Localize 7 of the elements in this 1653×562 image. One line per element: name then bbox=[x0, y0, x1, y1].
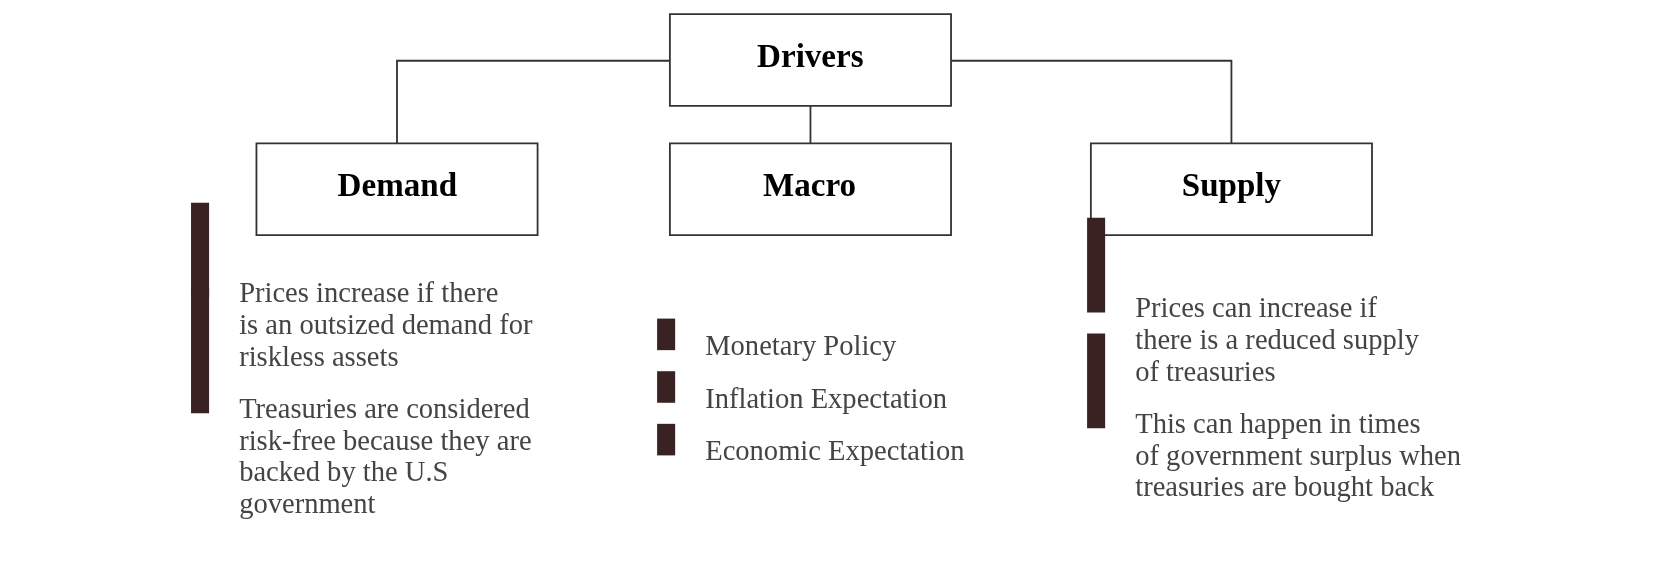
node-label: Treasuries are considered risk-free because they are backed by the U.S government bbox=[238, 393, 532, 519]
node-label: Prices can increase if there is a reduced supply of treasuries bbox=[1134, 292, 1419, 387]
node-label: Monetary Policy bbox=[704, 329, 896, 361]
node-label: Economic Expectation bbox=[704, 435, 964, 467]
node-label: Prices increase if there is an outsized demand for riskless assets bbox=[238, 277, 532, 372]
node-label: Inflation Expectation bbox=[704, 382, 947, 414]
node-label: This can happen in times of government surplus when treasuries are bought back bbox=[1134, 408, 1461, 503]
